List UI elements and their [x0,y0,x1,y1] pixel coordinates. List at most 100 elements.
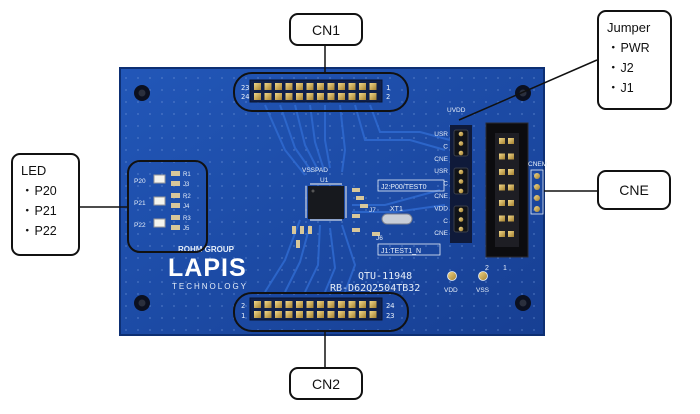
svg-text:1: 1 [503,265,507,272]
svg-text:1: 1 [241,312,245,320]
resistor-label: R1 [183,172,191,178]
svg-text:2: 2 [241,302,245,310]
led [153,174,166,184]
cn2-callout: CN2 [289,367,363,400]
header-pin [369,301,377,308]
highlight-outlines [127,72,409,332]
svg-text:VSSPAD: VSSPAD [302,167,328,174]
header-pin [254,93,261,100]
header-pin [296,311,303,318]
header-pin [285,301,293,308]
header-pin [338,93,345,100]
svg-text:23: 23 [386,312,394,320]
header-pin [275,311,282,318]
cne-pin [499,153,505,160]
svg-text:23: 23 [241,84,249,92]
cne-label: CNE [619,182,649,198]
lapis-logo: ROHM GROUP LAPIS TECHNOLOGY [168,245,246,291]
cn1-header: 23 24 1 2 [241,79,390,103]
header-pin [306,301,314,308]
cne-pin [508,215,514,222]
header-pin [264,311,272,318]
led-silk-label: P20 [134,178,146,185]
header-pin [317,311,324,318]
led-callout: LED P20 P21 P22 [11,153,80,256]
led [153,196,166,206]
svg-text:J7: J7 [369,207,376,214]
header-pin [254,83,261,90]
svg-text:2: 2 [485,265,489,272]
svg-text:VDD: VDD [444,287,458,294]
cn1-highlight [233,72,409,112]
jumper-side-label: CNE [434,230,448,237]
header-pin [264,301,272,308]
cnem-connector: CNEM [528,161,547,215]
header-pin [296,301,303,308]
svg-text:J1:TEST1_N: J1:TEST1_N [381,248,421,255]
cne-pin [508,200,514,206]
header-pin [264,93,272,100]
header-pin [317,93,324,100]
header-pin [285,311,293,318]
header-pin [327,83,335,90]
svg-text:UVDD: UVDD [447,107,466,114]
resistor-label: J4 [183,204,190,210]
cn2-label: CN2 [311,375,340,392]
header-pin [296,93,303,100]
cne-pin [499,184,505,191]
header-pin [338,311,345,318]
cne-pin [508,169,514,175]
led-item: P21 [21,201,70,221]
header-pin [254,311,261,318]
jumper-side-label: USR [434,131,448,138]
jumper-side-label: C [443,143,448,150]
cne-pin [499,231,505,237]
header-pin [285,93,293,100]
cne-header: 2 1 [485,122,529,272]
resistor-label: R2 [183,194,191,200]
cne-pin [508,184,514,191]
board-part-number: RB-D62Q2504TB32 [330,283,420,294]
header-pin [254,301,261,308]
test-points: VDD VSS [444,271,490,294]
resistor-label: J5 [183,226,190,232]
header-pin [338,83,345,90]
header-pin [369,311,377,318]
led [153,218,166,228]
header-pin [338,301,345,308]
cn2-header: 2 1 24 23 [241,297,394,321]
u1-microcontroller: VSSPAD U1 [302,167,347,221]
header-pin [275,93,282,100]
smd-components [292,188,380,248]
cne-pin [508,231,514,237]
led-item: P22 [21,221,70,241]
jumper-side-label: USR [434,168,448,175]
header-pin [369,83,377,90]
svg-text:2: 2 [386,93,390,101]
header-pin [327,311,335,318]
jumper-item: J1 [607,78,662,98]
jumper-callout: Jumper PWR J2 J1 [597,10,672,110]
mounting-screws [134,85,531,311]
svg-text:CNEM: CNEM [528,161,547,168]
svg-text:24: 24 [241,93,249,101]
cne-pin [499,138,505,144]
svg-text:1: 1 [386,84,390,92]
header-pin [264,83,272,90]
jumper-side-label: C [443,181,448,188]
cne-callout: CNE [597,170,671,210]
jumper-item: PWR [607,38,662,58]
led-item: P20 [21,181,70,201]
header-pin [359,301,366,308]
svg-text:J6: J6 [376,235,383,242]
header-pin [275,83,282,90]
svg-text:U1: U1 [320,177,329,184]
header-pin [327,301,335,308]
header-pin [317,301,324,308]
svg-text:VSS: VSS [476,287,490,294]
header-pin [306,311,314,318]
svg-text:24: 24 [386,302,394,310]
